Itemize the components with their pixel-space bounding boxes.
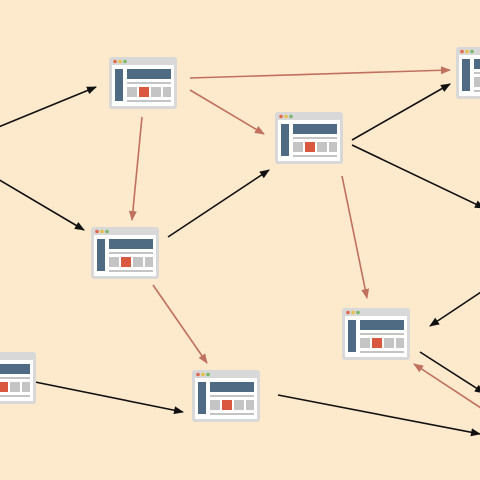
edges-layer xyxy=(0,66,480,437)
page-c-web-page-icon xyxy=(91,227,159,279)
nodes-layer xyxy=(0,47,480,422)
edge-offscreen-left-top-to-page-a xyxy=(0,86,97,128)
edge-page-a-to-page-b xyxy=(189,89,265,135)
edge-page-a-to-page-c xyxy=(128,116,143,221)
edge-page-a-to-page-g xyxy=(189,66,451,79)
edge-page-b-to-page-g xyxy=(351,83,451,141)
page-b-web-page-icon xyxy=(275,112,343,164)
page-a-web-page-icon xyxy=(109,57,177,109)
edge-page-b-to-offscreen-right xyxy=(351,144,480,209)
page-g-web-page-icon xyxy=(456,47,480,99)
edge-offscreen-left-mid-to-page-c xyxy=(0,179,85,231)
edge-page-d-to-offscreen-right-low xyxy=(419,351,480,394)
page-d-web-page-icon xyxy=(342,308,410,360)
page-h-web-page-icon xyxy=(0,352,36,404)
edge-page-e-to-offscreen-right-bottom xyxy=(277,394,480,437)
edge-page-c-to-page-e xyxy=(152,284,208,364)
edge-page-b-to-page-d xyxy=(341,175,370,299)
edge-offscreen-right-mid-to-page-d xyxy=(429,291,480,327)
page-e-web-page-icon xyxy=(192,370,260,422)
edge-page-c-to-page-b xyxy=(167,169,270,238)
edge-offscreen-right-low-to-page-d xyxy=(413,363,480,409)
edge-page-h-to-page-e xyxy=(29,380,184,415)
